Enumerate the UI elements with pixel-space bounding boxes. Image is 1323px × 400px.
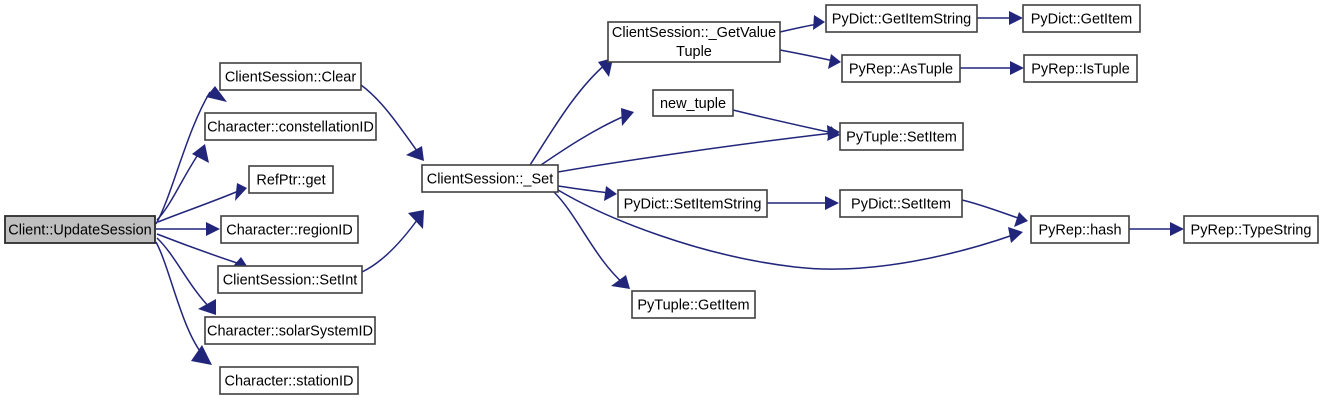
node-box[interactable] (1183, 215, 1319, 244)
graph-node-n6[interactable]: Character::solarSystemID (204, 316, 376, 345)
edge-n9-to-n13 (779, 15, 825, 33)
edge-n10-to-n15 (732, 109, 840, 141)
node-box[interactable] (617, 189, 768, 218)
edge-n13-to-n17 (977, 11, 1023, 25)
edge-n9-to-n14 (779, 49, 841, 69)
node-box[interactable] (825, 4, 978, 33)
arrow-head-icon (1014, 212, 1028, 227)
graph-node-n13[interactable]: PyDict::GetItemString (825, 4, 978, 33)
node-box[interactable] (1023, 54, 1138, 83)
edge-n0-to-n3 (157, 183, 247, 223)
arrow-head-icon (408, 210, 424, 229)
graph-node-n19[interactable]: PyRep::hash (1030, 215, 1130, 244)
node-box[interactable] (652, 89, 734, 117)
arrow-head-icon (1010, 61, 1024, 75)
graph-node-n7[interactable]: Character::stationID (219, 366, 359, 395)
graph-node-n15[interactable]: PyTuple::SetItem (839, 122, 964, 151)
edge-n14-to-n18 (960, 61, 1024, 75)
edge-n1-to-n8 (360, 84, 424, 161)
graph-node-n10[interactable]: new_tuple (652, 89, 734, 117)
edge-n0-to-n1 (155, 86, 227, 225)
edge-layer (155, 11, 1184, 365)
edge-n8-to-n15 (557, 125, 840, 173)
edge-n16-to-n19 (961, 199, 1028, 227)
graph-node-n18[interactable]: PyRep::IsTuple (1023, 54, 1138, 83)
node-box[interactable] (1022, 4, 1141, 33)
arrow-head-icon (1009, 11, 1023, 25)
arrow-head-icon (828, 54, 841, 69)
arrow-head-icon (1008, 227, 1023, 243)
edge-n0-to-n2 (156, 144, 209, 221)
graph-node-n4[interactable]: Character::regionID (220, 215, 359, 244)
edge-n5-to-n8 (361, 210, 424, 273)
node-box[interactable] (421, 164, 559, 193)
node-box[interactable] (4, 215, 156, 244)
arrow-head-icon (198, 299, 216, 315)
edge-n8-to-n11 (557, 185, 617, 201)
arrow-head-icon (604, 186, 617, 201)
arrow-head-icon (206, 222, 220, 236)
edge-n11-to-n16 (767, 196, 839, 210)
arrow-head-icon (1170, 222, 1184, 236)
arrow-head-icon (235, 183, 247, 201)
edge-n8-to-n19 (557, 189, 1023, 270)
node-box[interactable] (1030, 215, 1130, 244)
graph-node-n1[interactable]: ClientSession::Clear (219, 62, 362, 91)
arrow-head-icon (611, 275, 630, 289)
arrow-head-icon (825, 196, 839, 210)
graph-node-n16[interactable]: PyDict::SetItem (839, 189, 963, 218)
edge-n8-to-n12 (553, 191, 630, 289)
graph-node-n20[interactable]: PyRep::TypeString (1183, 215, 1319, 244)
graph-node-n2[interactable]: Character::constellationID (204, 112, 377, 141)
graph-node-n3[interactable]: RefPtr::get (248, 165, 334, 194)
graph-node-n0[interactable]: Client::UpdateSession (4, 215, 156, 244)
node-box[interactable] (219, 366, 359, 395)
edge-n0-to-n7 (155, 241, 212, 365)
node-box[interactable] (839, 189, 963, 218)
graph-node-n8[interactable]: ClientSession::_Set (421, 164, 559, 193)
edge-n0-to-n6 (156, 237, 216, 315)
arrow-head-icon (206, 86, 227, 102)
node-box[interactable] (248, 165, 334, 194)
node-box[interactable] (631, 290, 756, 319)
node-box[interactable] (607, 21, 781, 63)
arrow-head-icon (406, 146, 424, 161)
arrow-head-icon (813, 15, 825, 30)
node-layer: Client::UpdateSession ClientSession::Clea… (4, 4, 1319, 395)
edge-n8-to-n10 (540, 108, 634, 166)
graph-node-n17[interactable]: PyDict::GetItem (1022, 4, 1141, 33)
node-box[interactable] (220, 215, 359, 244)
node-box[interactable] (204, 316, 376, 345)
arrow-head-icon (192, 144, 209, 163)
node-box[interactable] (219, 62, 362, 91)
graph-node-n12[interactable]: PyTuple::GetItem (631, 290, 756, 319)
arrow-head-icon (191, 345, 212, 365)
arrow-head-icon (621, 108, 634, 126)
edge-n8-to-n9 (529, 58, 613, 166)
edge-n19-to-n20 (1129, 222, 1184, 236)
graph-node-n5[interactable]: ClientSession::SetInt (217, 265, 363, 294)
edge-n0-to-n4 (156, 222, 220, 236)
node-box[interactable] (839, 122, 964, 151)
node-box[interactable] (841, 54, 961, 83)
graph-node-n14[interactable]: PyRep::AsTuple (841, 54, 961, 83)
node-box[interactable] (204, 112, 377, 141)
graph-node-n11[interactable]: PyDict::SetItemString (617, 189, 768, 218)
arrow-head-icon (827, 126, 840, 141)
node-box[interactable] (217, 265, 363, 294)
